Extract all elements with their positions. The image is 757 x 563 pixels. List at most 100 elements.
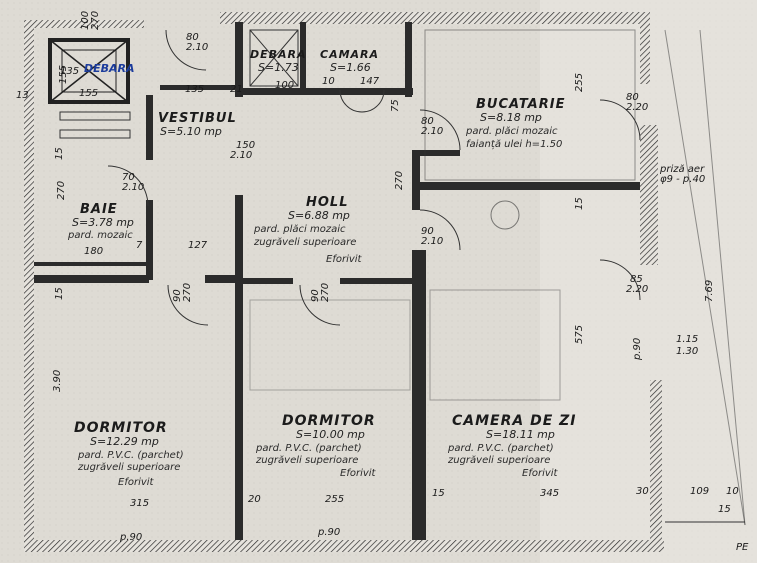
vdim-16: p.90 <box>632 338 643 361</box>
exterior-walls <box>24 12 664 552</box>
dim-7: 2.10 <box>230 150 252 161</box>
vdim-19: 15 <box>54 147 65 160</box>
dim-8: 70 <box>122 172 135 183</box>
room-baie-area: S=3.78 mp <box>72 216 134 229</box>
dim-33: 15 <box>432 488 445 499</box>
ventilation-shaft <box>48 38 130 104</box>
room-camera-de-zi-name: CAMERA DE ZI <box>452 413 577 429</box>
dim-9: 2.10 <box>122 182 144 193</box>
vdim-5: 15 <box>54 287 65 300</box>
dim-17: 2.20 <box>626 102 648 113</box>
vdim-12: 75 <box>390 99 401 112</box>
dim-32: 20 <box>248 494 261 505</box>
vdim-3: 155 <box>58 65 69 84</box>
room-dormitor-1-note-2: zugrăveli superioare <box>77 462 180 473</box>
room-baie-name: BAIE <box>80 202 118 217</box>
dim-39: 7 <box>136 240 143 251</box>
dim-15: 2.10 <box>421 236 443 247</box>
dim-13: 2.10 <box>421 126 443 137</box>
room-camera-de-zi-area: S=18.11 mp <box>486 428 555 441</box>
interior-outlines <box>59 29 746 526</box>
dim-5: 147 <box>360 76 380 87</box>
room-vestibul-name: VESTIBUL <box>158 111 237 126</box>
dim-24: 180 <box>84 246 103 257</box>
vdim-15: 575 <box>574 325 585 344</box>
room-holl-note-2: zugrăveli superioare <box>253 237 356 248</box>
dim-1: 155 <box>79 88 98 99</box>
vdim-7: 90 <box>172 289 183 302</box>
room-bucatarie-area: S=8.18 mp <box>480 111 542 124</box>
dim-30: p.90 <box>119 532 142 543</box>
page-fold <box>540 0 757 563</box>
vdim-1: 100 <box>80 11 91 30</box>
room-camara-name: CAMARA <box>320 48 379 61</box>
dim-28: 345 <box>540 488 559 499</box>
room-holl-note-3: Eforivit <box>326 254 363 265</box>
dim-34: 30 <box>636 486 649 497</box>
room-camera-de-zi-note-3: Eforivit <box>522 468 559 479</box>
vdim-4: 270 <box>56 181 67 200</box>
dim-20: priză aer <box>659 164 705 175</box>
dim-36: 13 <box>16 90 29 101</box>
dim-19: 2.20 <box>626 284 648 295</box>
dim-21: φ9 - p.40 <box>660 174 705 185</box>
dim-40: 15 <box>718 504 731 515</box>
room-dormitor-1-note-1: pard. P.V.C. (parchet) <box>77 450 184 461</box>
dim-12: 80 <box>421 116 434 127</box>
dim-41: PE <box>736 542 749 553</box>
room-dormitor-1-area: S=12.29 mp <box>90 435 159 448</box>
dim-31: p.90 <box>317 527 340 538</box>
dim-37: 21 <box>230 84 243 95</box>
vertical-dimension-labels: 100 270 155 270 15 3.90 90 270 90 270 27… <box>52 11 715 392</box>
room-dormitor-2-name: DORMITOR <box>282 413 376 429</box>
dim-22: 1.15 <box>676 334 698 345</box>
stamp-debara: DEBARA <box>84 62 135 75</box>
dim-16: 80 <box>626 92 639 103</box>
dim-27: 315 <box>130 498 149 509</box>
dim-10: 80 <box>186 32 199 43</box>
vdim-2: 270 <box>90 11 101 30</box>
room-baie-note: pard. mozaic <box>67 230 133 241</box>
interior-walls <box>34 22 640 540</box>
dim-25: 127 <box>188 240 208 251</box>
room-holl-note-1: pard. plăci mozaic <box>253 224 346 235</box>
vdim-6: 3.90 <box>52 370 63 392</box>
room-dormitor-2-note-3: Eforivit <box>340 468 377 479</box>
dim-18: 85 <box>630 274 643 285</box>
vdim-8: 270 <box>182 283 193 302</box>
door-swings <box>107 29 641 326</box>
dim-38: 10 <box>322 76 335 87</box>
room-debara-name: DEBARA <box>250 48 307 61</box>
dim-29: 109 <box>690 486 709 497</box>
room-dormitor-2-note-2: zugrăveli superioare <box>255 455 358 466</box>
room-camera-de-zi-note-2: zugrăveli superioare <box>447 455 550 466</box>
room-bucatarie-note-2: faianță ulei h=1.50 <box>466 139 562 150</box>
dim-11: 2.10 <box>186 42 208 53</box>
vdim-10: 270 <box>320 283 331 302</box>
dim-26: 255 <box>325 494 344 505</box>
room-bucatarie-note-1: pard. plăci mozaic <box>465 126 558 137</box>
room-dormitor-1-name: DORMITOR <box>74 420 168 436</box>
room-camara-area: S=1.66 <box>330 61 371 74</box>
dim-6: 150 <box>236 140 255 151</box>
room-dormitor-1-note-3: Eforivit <box>118 477 155 488</box>
dim-14: 90 <box>421 226 434 237</box>
dim-35: 10 <box>726 486 739 497</box>
dim-2: 135 <box>60 66 79 77</box>
vdim-11: 270 <box>394 171 405 190</box>
room-vestibul-area: S=5.10 mp <box>160 125 222 138</box>
room-dormitor-2-note-1: pard. P.V.C. (parchet) <box>255 443 362 454</box>
dimension-labels: 155 135 135 100 147 150 2.10 70 2.10 80 … <box>16 32 749 553</box>
room-holl-area: S=6.88 mp <box>288 209 350 222</box>
room-dormitor-2-area: S=10.00 mp <box>296 428 365 441</box>
vdim-13: 255 <box>574 73 585 92</box>
dim-4: 100 <box>275 80 294 91</box>
vdim-14: 15 <box>574 197 585 210</box>
room-bucatarie-name: BUCATARIE <box>476 97 565 112</box>
room-holl-name: HOLL <box>306 195 349 210</box>
vdim-9: 90 <box>310 289 321 302</box>
vdim-17: 7.69 <box>704 280 715 302</box>
dim-23: 1.30 <box>676 346 698 357</box>
